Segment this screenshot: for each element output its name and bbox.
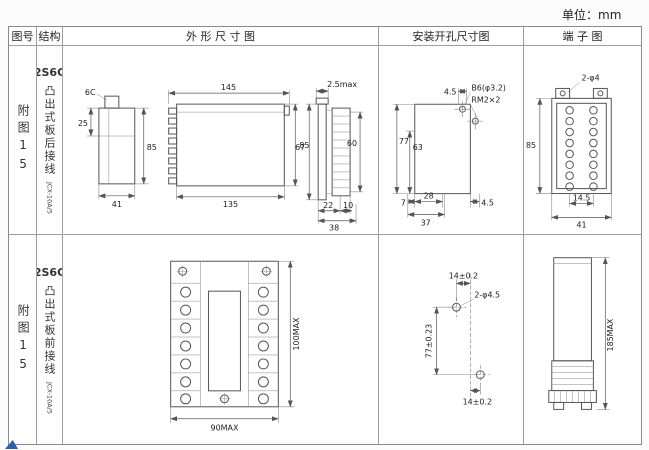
corner-logo [5, 440, 18, 449]
type-code-row2: JCX-10A/5 [45, 381, 54, 414]
front-view [170, 260, 295, 423]
dim-7: 7 [401, 199, 406, 208]
outline-cell-row2: 100MAX 90MAX [63, 235, 379, 444]
dim-14_5: 14.5 [573, 193, 591, 202]
dim-2phi45: 2-φ4.5 [474, 290, 500, 299]
terminal-block [535, 82, 612, 221]
terminal-drawing-front-wiring: 185MAX [548, 257, 615, 410]
dim-67: 67 [295, 143, 305, 152]
dim-22: 22 [323, 201, 333, 210]
dim-77: 77 [399, 137, 409, 146]
dim-85-main: 85 [299, 141, 309, 150]
dim-2phi4: 2-φ4 [582, 74, 600, 83]
col-header-terminal: 端 子 图 [524, 27, 641, 46]
dim-63: 63 [413, 143, 423, 152]
fig-label-row2: 附图15 [16, 303, 31, 376]
dim-100max: 100MAX [292, 317, 301, 351]
dim-28: 28 [424, 192, 434, 201]
structure-cell-row1: 2S6C 凸出式板后接线 JCX-10A/5 [37, 46, 63, 235]
dim-14-top: 14±0.2 [449, 271, 478, 280]
outline-drawing-rear-wiring: 6C 25 85 41 145 135 85 2.5max 67 60 22 1… [78, 80, 364, 233]
dim-38: 38 [329, 224, 339, 233]
side-view-small [86, 93, 149, 199]
dim-37: 37 [421, 218, 431, 227]
mounting-cell-row2: 14±0.2 2-φ4.5 77±0.23 14±0.2 [379, 235, 524, 444]
dim-85-terminal: 85 [526, 141, 536, 150]
spec-table: 图号 结构 外 形 尺 寸 图 安装开孔尺寸图 端 子 图 附图15 2S6C … [8, 26, 642, 445]
terminal-drawing-rear-wiring: 2-φ4 85 14.5 41 [526, 74, 612, 229]
rear-view [306, 88, 364, 224]
dim-6c: 6C [85, 88, 96, 97]
dim-41-terminal: 41 [576, 220, 586, 229]
dim-90max: 90MAX [211, 424, 239, 433]
dim-60: 60 [347, 139, 357, 148]
dim-10: 10 [343, 201, 353, 210]
mounting-cell-row1: 4.5 B6(φ3.2) RM2×2 77 63 7 28 37 4.5 [379, 46, 524, 235]
structure-label-row2: 凸出式板前接线 [43, 284, 56, 376]
dim-25: 25 [78, 119, 88, 128]
dim-77-tol: 77±0.23 [425, 324, 434, 358]
terminal-cell-row1: 2-φ4 85 14.5 41 [524, 46, 641, 235]
dim-85-side: 85 [147, 143, 157, 152]
col-header-mounting: 安装开孔尺寸图 [379, 27, 524, 46]
panel-cutout [392, 88, 484, 218]
thread-spec-label: RM2×2 [471, 95, 500, 104]
dim-41: 41 [112, 200, 122, 209]
outline-cell-row1: 6C 25 85 41 145 135 85 2.5max 67 60 22 1… [63, 46, 379, 235]
model-label-row1: 2S6C [37, 66, 62, 79]
dim-185max: 185MAX [606, 318, 615, 351]
drill-pattern [432, 273, 491, 397]
dim-4_5-top: 4.5 [444, 87, 457, 96]
structure-label-row1: 凸出式板后接线 [43, 85, 56, 176]
dim-25max: 2.5max [327, 80, 357, 89]
dim-4_5-bottom: 4.5 [481, 199, 494, 208]
dim-14-bottom: 14±0.2 [463, 398, 492, 407]
terminal-cell-row2: 185MAX [524, 235, 641, 444]
col-header-outline: 外 形 尺 寸 图 [63, 27, 379, 46]
hole-spec-label: B6(φ3.2) [471, 83, 506, 92]
unit-label: 单位：mm [562, 8, 622, 22]
fig-cell-row1: 附图15 [9, 46, 37, 235]
mounting-drawing-rear-wiring: 4.5 B6(φ3.2) RM2×2 77 63 7 28 37 4.5 [392, 83, 506, 227]
fig-label-row1: 附图15 [16, 104, 31, 176]
side-view-main [168, 90, 299, 200]
relay-side-profile [548, 257, 610, 410]
mounting-drawing-front-wiring: 14±0.2 2-φ4.5 77±0.23 14±0.2 [425, 271, 500, 407]
col-header-structure: 结构 [37, 27, 63, 46]
model-label-row2: 2S6C [37, 265, 62, 279]
dim-135: 135 [223, 200, 238, 209]
dim-145: 145 [221, 83, 236, 92]
type-code-row1: JCX-10A/5 [45, 182, 54, 214]
outline-drawing-front-wiring: 100MAX 90MAX [170, 260, 301, 433]
fig-cell-row2: 附图15 [9, 235, 37, 444]
col-header-fig: 图号 [9, 27, 37, 46]
structure-cell-row2: 2S6C 凸出式板前接线 JCX-10A/5 [37, 235, 63, 444]
